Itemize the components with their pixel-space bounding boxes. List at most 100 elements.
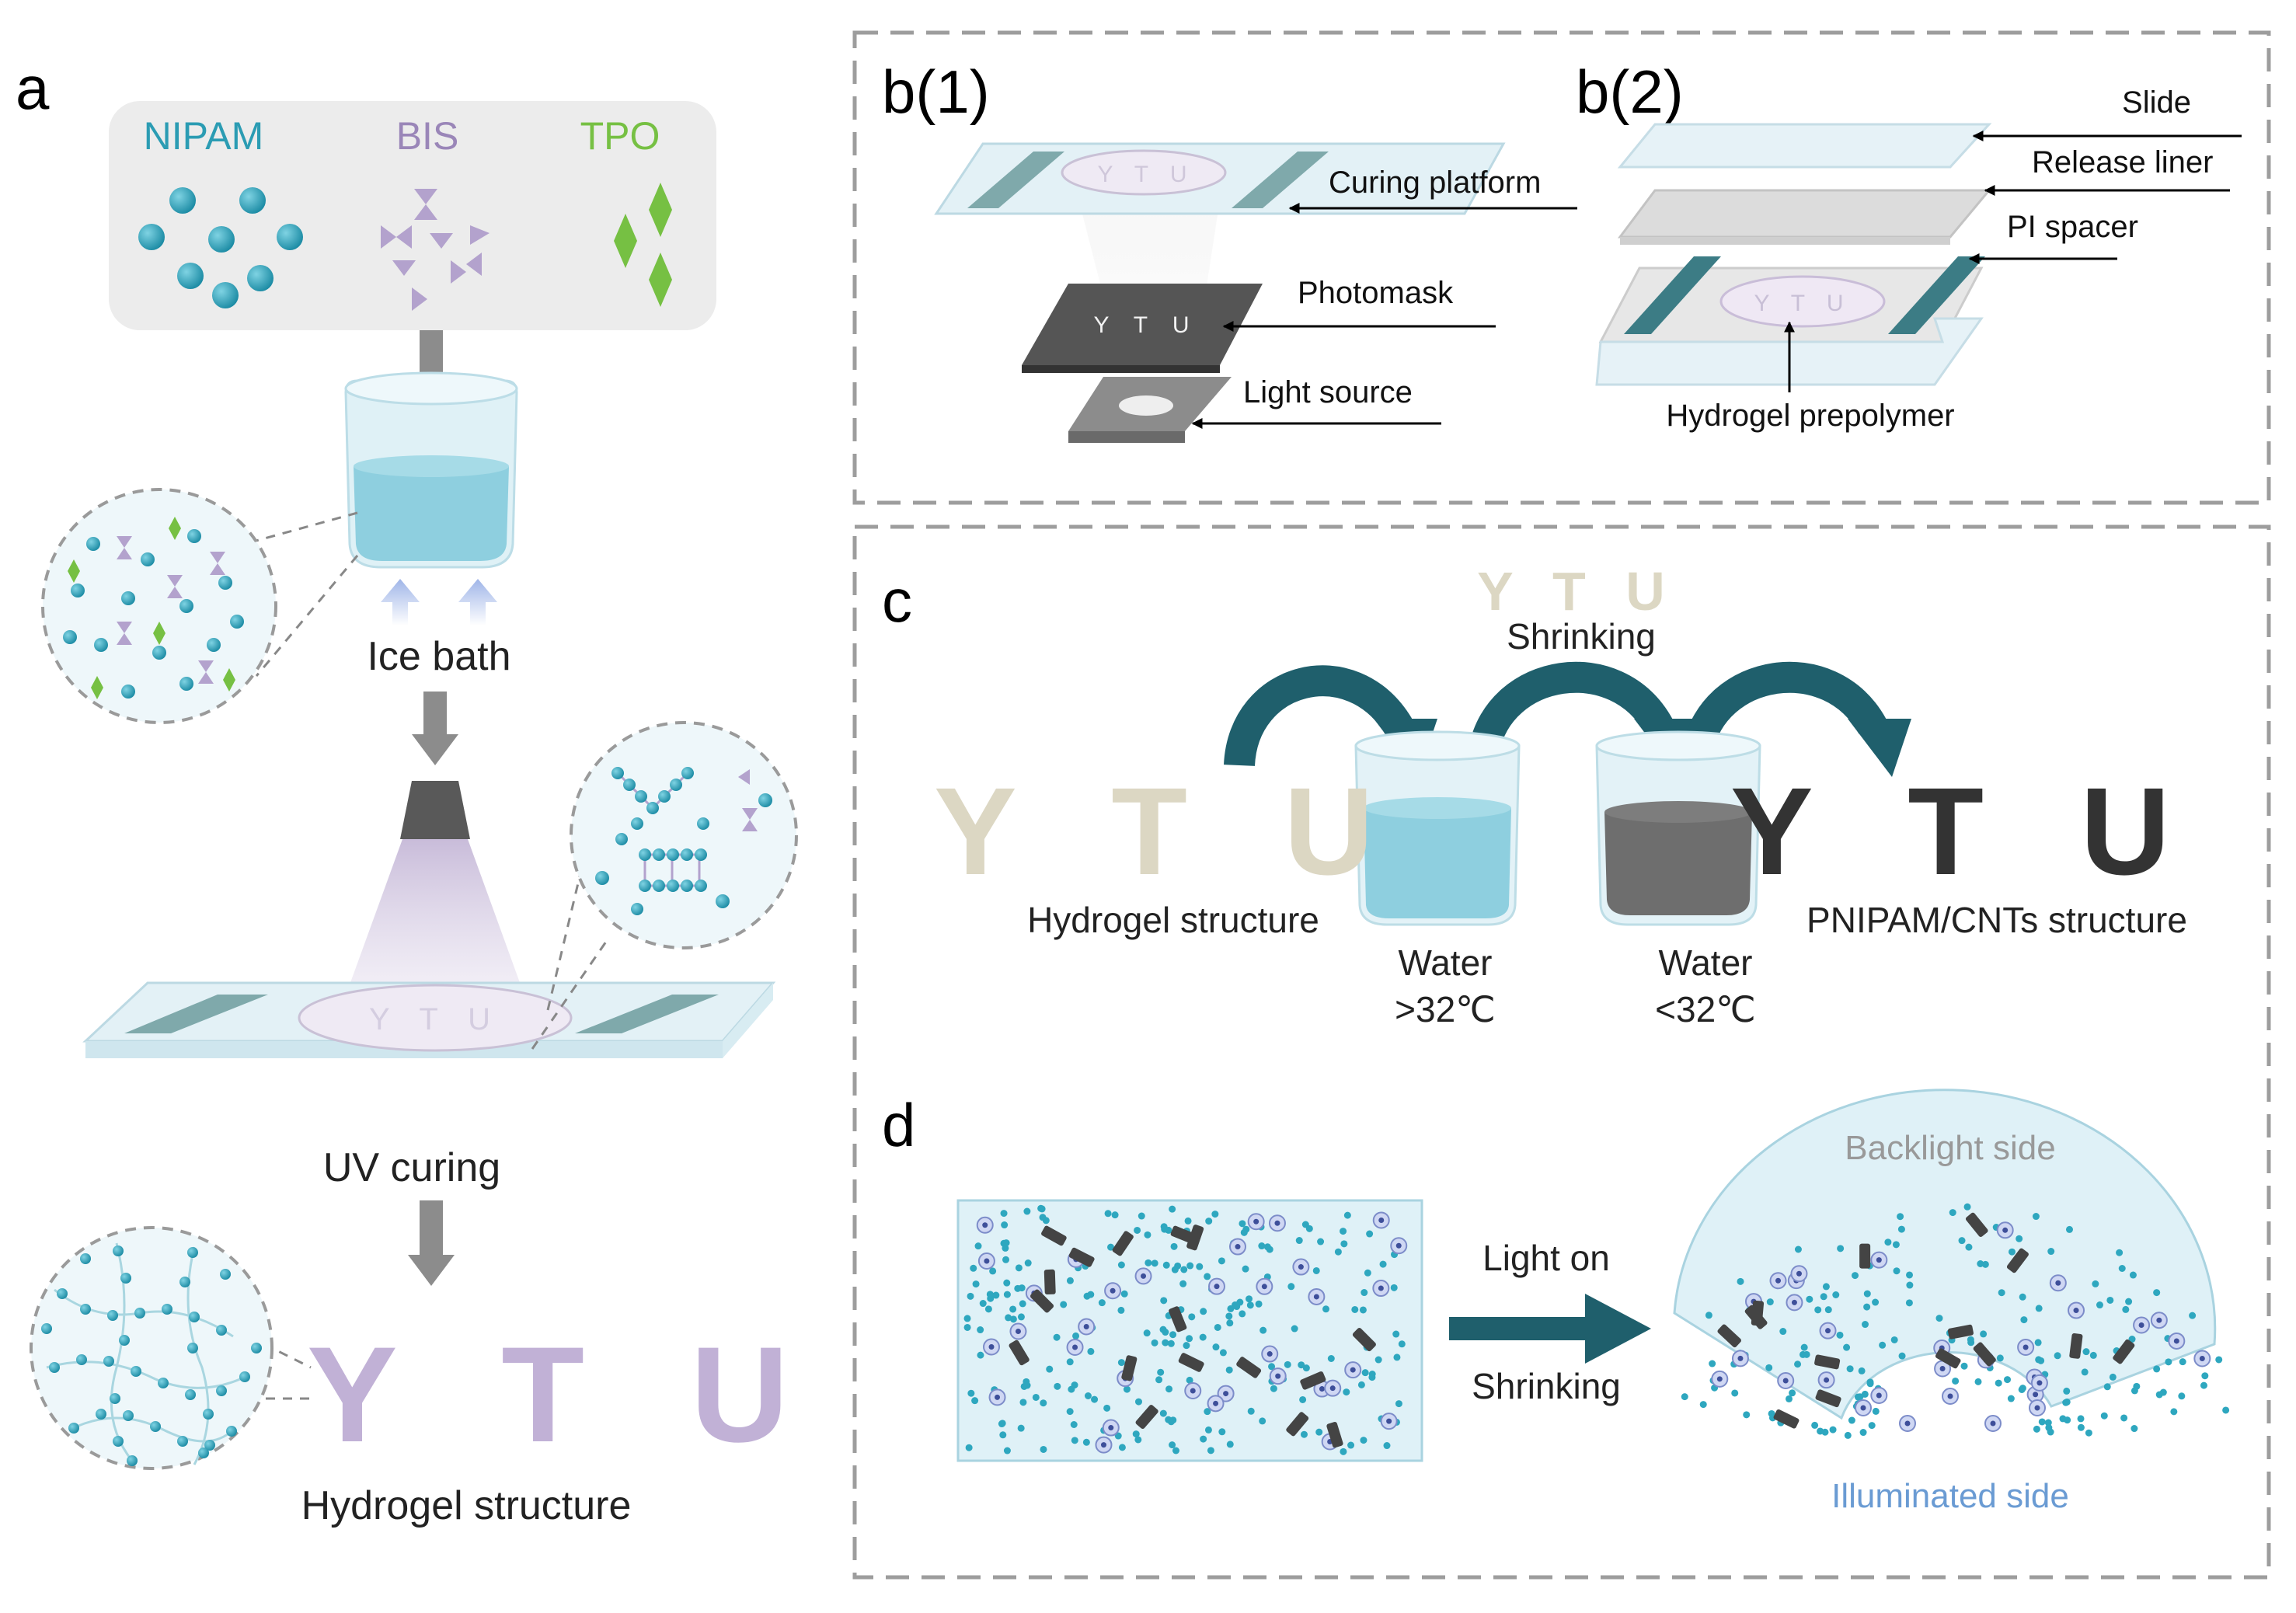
- monomer-dot: [2131, 1387, 2138, 1395]
- monomer-dot: [1393, 1353, 1401, 1361]
- monomer-dot: [1817, 1427, 1824, 1435]
- monomer-dot: [2170, 1408, 2178, 1416]
- monomer-dot: [1779, 1328, 1787, 1336]
- monomer-dot: [1001, 1221, 1009, 1229]
- panel-d: d Light on Shrinking Backlight side Illu…: [882, 1089, 2230, 1515]
- beaker: [344, 371, 518, 569]
- light-on-arrow: [1449, 1294, 1651, 1364]
- monomer-dot: [1967, 1336, 1974, 1343]
- monomer-dot: [1974, 1378, 1982, 1385]
- monomer-dot: [1364, 1269, 1371, 1277]
- monomer-dot: [2035, 1356, 2043, 1364]
- ytu-hydrogel-text: Y T U: [934, 761, 1405, 901]
- monomer-dot: [967, 1389, 975, 1397]
- monomer-dot: [1340, 1448, 1347, 1455]
- monomer-dot: [1009, 1305, 1017, 1313]
- monomer-dot: [2120, 1414, 2128, 1422]
- monomer-dot: [2159, 1388, 2167, 1396]
- monomer-dot: [1996, 1354, 2004, 1362]
- monomer-dot: [1868, 1422, 1876, 1430]
- monomer-dot: [1155, 1376, 1163, 1384]
- monomer-dot: [1066, 1277, 1074, 1284]
- monomer-dot: [1171, 1266, 1179, 1273]
- monomer-dot: [971, 1397, 979, 1405]
- monomer-dot: [2019, 1293, 2026, 1301]
- photomask-label: Photomask: [1298, 276, 1454, 310]
- monomer-dot: [1169, 1331, 1177, 1339]
- monomer-dot: [1832, 1291, 1840, 1299]
- monomer-dot: [1162, 1339, 1169, 1346]
- cnt-particle: [1947, 1324, 1974, 1340]
- curved-arrow: [1682, 661, 1911, 777]
- monomer-dot: [1019, 1399, 1027, 1406]
- cnt-particle: [2069, 1333, 2083, 1359]
- cnt-particle: [1326, 1422, 1343, 1448]
- monomer-dot: [1284, 1360, 1291, 1368]
- monomer-dot: [1811, 1421, 1819, 1429]
- panel-label: b(2): [1576, 57, 1684, 126]
- monomer-dot: [1359, 1306, 1367, 1314]
- monomer-dot: [1211, 1211, 1219, 1218]
- monomer-dot: [1023, 1378, 1030, 1385]
- monomer-dot: [2215, 1356, 2223, 1364]
- monomer-dot: [1184, 1217, 1192, 1225]
- monomer-dot: [2178, 1392, 2186, 1400]
- monomer-dot: [1822, 1283, 1830, 1291]
- monomer-dot: [2109, 1373, 2117, 1381]
- monomer-dot: [1145, 1259, 1152, 1266]
- monomer-dot: [1003, 1291, 1011, 1298]
- beaker-cool-water: [1595, 730, 1761, 926]
- monomer-dot: [1053, 1333, 1061, 1341]
- monomer-dot: [1897, 1225, 1905, 1233]
- cnt-particle: [2113, 1339, 2135, 1364]
- monomer-dot: [1160, 1297, 1168, 1305]
- cnt-particle: [1352, 1328, 1376, 1352]
- monomer-dot: [1837, 1245, 1845, 1252]
- monomer-dot: [1219, 1349, 1227, 1357]
- monomer-dot: [1785, 1395, 1793, 1402]
- monomer-dot: [1236, 1298, 1244, 1306]
- cnt-particle: [2006, 1248, 2029, 1273]
- down-arrow: [408, 1200, 455, 1286]
- monomer-dot: [1161, 1225, 1169, 1233]
- monomer-dot: [2200, 1381, 2207, 1389]
- monomer-dot: [2085, 1429, 2092, 1437]
- panel-a: a NIPAM BIS TPO: [16, 54, 798, 1528]
- panel-cd-frame: [852, 524, 2271, 1580]
- monomer-dot: [1225, 1366, 1233, 1374]
- monomer-dot: [1169, 1205, 1176, 1213]
- monomer-dot: [1162, 1261, 1170, 1269]
- monomer-dot: [1159, 1326, 1167, 1333]
- cnt-particle: [1973, 1342, 1996, 1367]
- monomer-dot: [1046, 1365, 1054, 1373]
- monomer-dot: [1040, 1445, 1047, 1453]
- monomer-dot: [1270, 1385, 1277, 1392]
- monomer-dot: [1731, 1389, 1739, 1397]
- monomer-dot: [1132, 1430, 1140, 1438]
- monomer-dot: [972, 1280, 980, 1288]
- monomer-dot: [979, 1300, 987, 1308]
- monomer-dot: [1884, 1238, 1892, 1246]
- monomer-dot: [1165, 1385, 1173, 1393]
- monomer-dot: [2019, 1385, 2026, 1392]
- monomer-dot: [1060, 1301, 1068, 1308]
- monomer-dot: [1844, 1431, 1852, 1439]
- monomer-dot: [2047, 1248, 2055, 1256]
- monomer-dot: [1120, 1290, 1128, 1298]
- monomer-dot: [1395, 1400, 1402, 1408]
- monomer-dot: [1070, 1420, 1078, 1428]
- slide-label: Slide: [2122, 85, 2191, 120]
- monomer-dot: [1858, 1367, 1866, 1374]
- monomer-dot: [1872, 1407, 1880, 1415]
- monomer-dot: [1340, 1240, 1348, 1248]
- monomer-dot: [1204, 1408, 1211, 1416]
- monomer-dot: [1117, 1261, 1125, 1269]
- cnt-particle: [1286, 1412, 1309, 1437]
- monomer-dot: [1268, 1363, 1276, 1371]
- monomer-dot: [977, 1326, 984, 1334]
- release-liner: [1618, 189, 1992, 239]
- monomer-dot: [1188, 1313, 1196, 1321]
- monomer-dot: [1368, 1374, 1376, 1381]
- monomer-dot: [2063, 1398, 2071, 1406]
- photomask-ytu-text: Y T U: [1093, 312, 1198, 338]
